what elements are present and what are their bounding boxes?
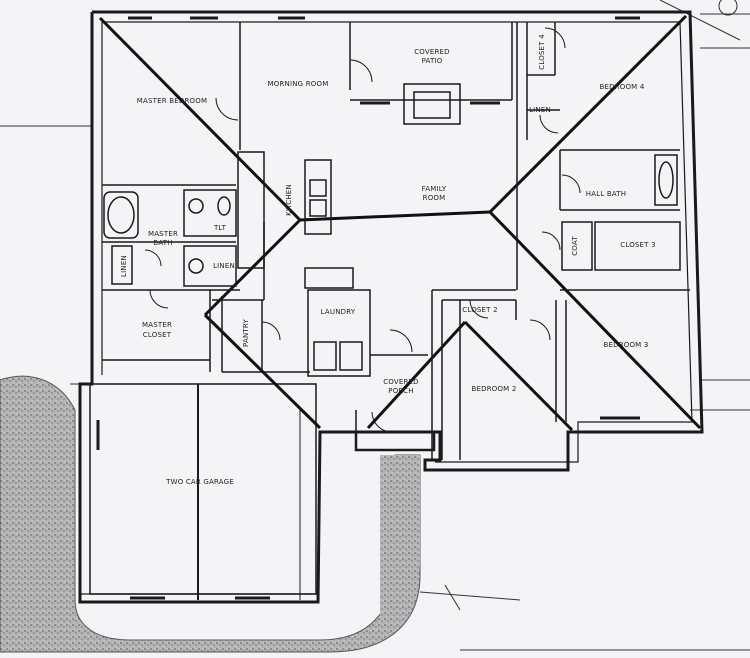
label-covered-porch-line1: COVERED bbox=[383, 378, 419, 386]
label-linen-center: LINEN bbox=[213, 262, 235, 270]
interior-walls bbox=[102, 22, 690, 460]
label-closet-2: CLOSET 2 bbox=[462, 306, 497, 314]
label-toilet: TLT bbox=[213, 224, 227, 232]
label-covered-patio-line1: COVERED bbox=[414, 48, 450, 56]
label-laundry: LAUNDRY bbox=[321, 308, 356, 316]
windows bbox=[96, 16, 640, 600]
label-covered-patio-line2: PATIO bbox=[422, 57, 443, 65]
label-morning-room: MORNING ROOM bbox=[268, 80, 329, 88]
label-two-car-garage: TWO CAR GARAGE bbox=[165, 478, 234, 486]
label-master-closet-line2: CLOSET bbox=[143, 331, 172, 339]
label-pantry: PANTRY bbox=[242, 318, 250, 346]
fireplace bbox=[403, 83, 461, 125]
label-closet-3: CLOSET 3 bbox=[620, 241, 655, 249]
label-master-bedroom: MASTER BEDROOM bbox=[137, 97, 207, 105]
label-hall-bath: HALL BATH bbox=[586, 190, 626, 198]
label-closet-4: CLOSET 4 bbox=[538, 34, 546, 70]
label-bedroom-2: BEDROOM 2 bbox=[471, 385, 516, 393]
label-linen-right: LINEN bbox=[529, 106, 551, 114]
label-coat: COAT bbox=[571, 236, 579, 256]
label-bedroom-4: BEDROOM 4 bbox=[599, 83, 644, 91]
label-covered-porch-line2: PORCH bbox=[388, 387, 413, 395]
label-master-bath-line2: BATH bbox=[153, 239, 172, 247]
landscape-gravel bbox=[0, 375, 421, 653]
room-labels: MASTER BEDROOM MORNING ROOM COVERED PATI… bbox=[120, 34, 656, 486]
label-family-room-line2: ROOM bbox=[423, 194, 446, 202]
door-swings bbox=[144, 27, 581, 433]
label-master-bath-line1: MASTER bbox=[148, 230, 178, 238]
label-kitchen: KITCHEN bbox=[285, 184, 293, 216]
label-family-room-line1: FAMILY bbox=[422, 185, 447, 193]
label-master-closet-line1: MASTER bbox=[142, 321, 172, 329]
roof-hip-lines bbox=[98, 14, 702, 432]
exterior-walls bbox=[78, 10, 704, 604]
label-bedroom-3: BEDROOM 3 bbox=[603, 341, 648, 349]
label-linen-left: LINEN bbox=[120, 255, 128, 277]
